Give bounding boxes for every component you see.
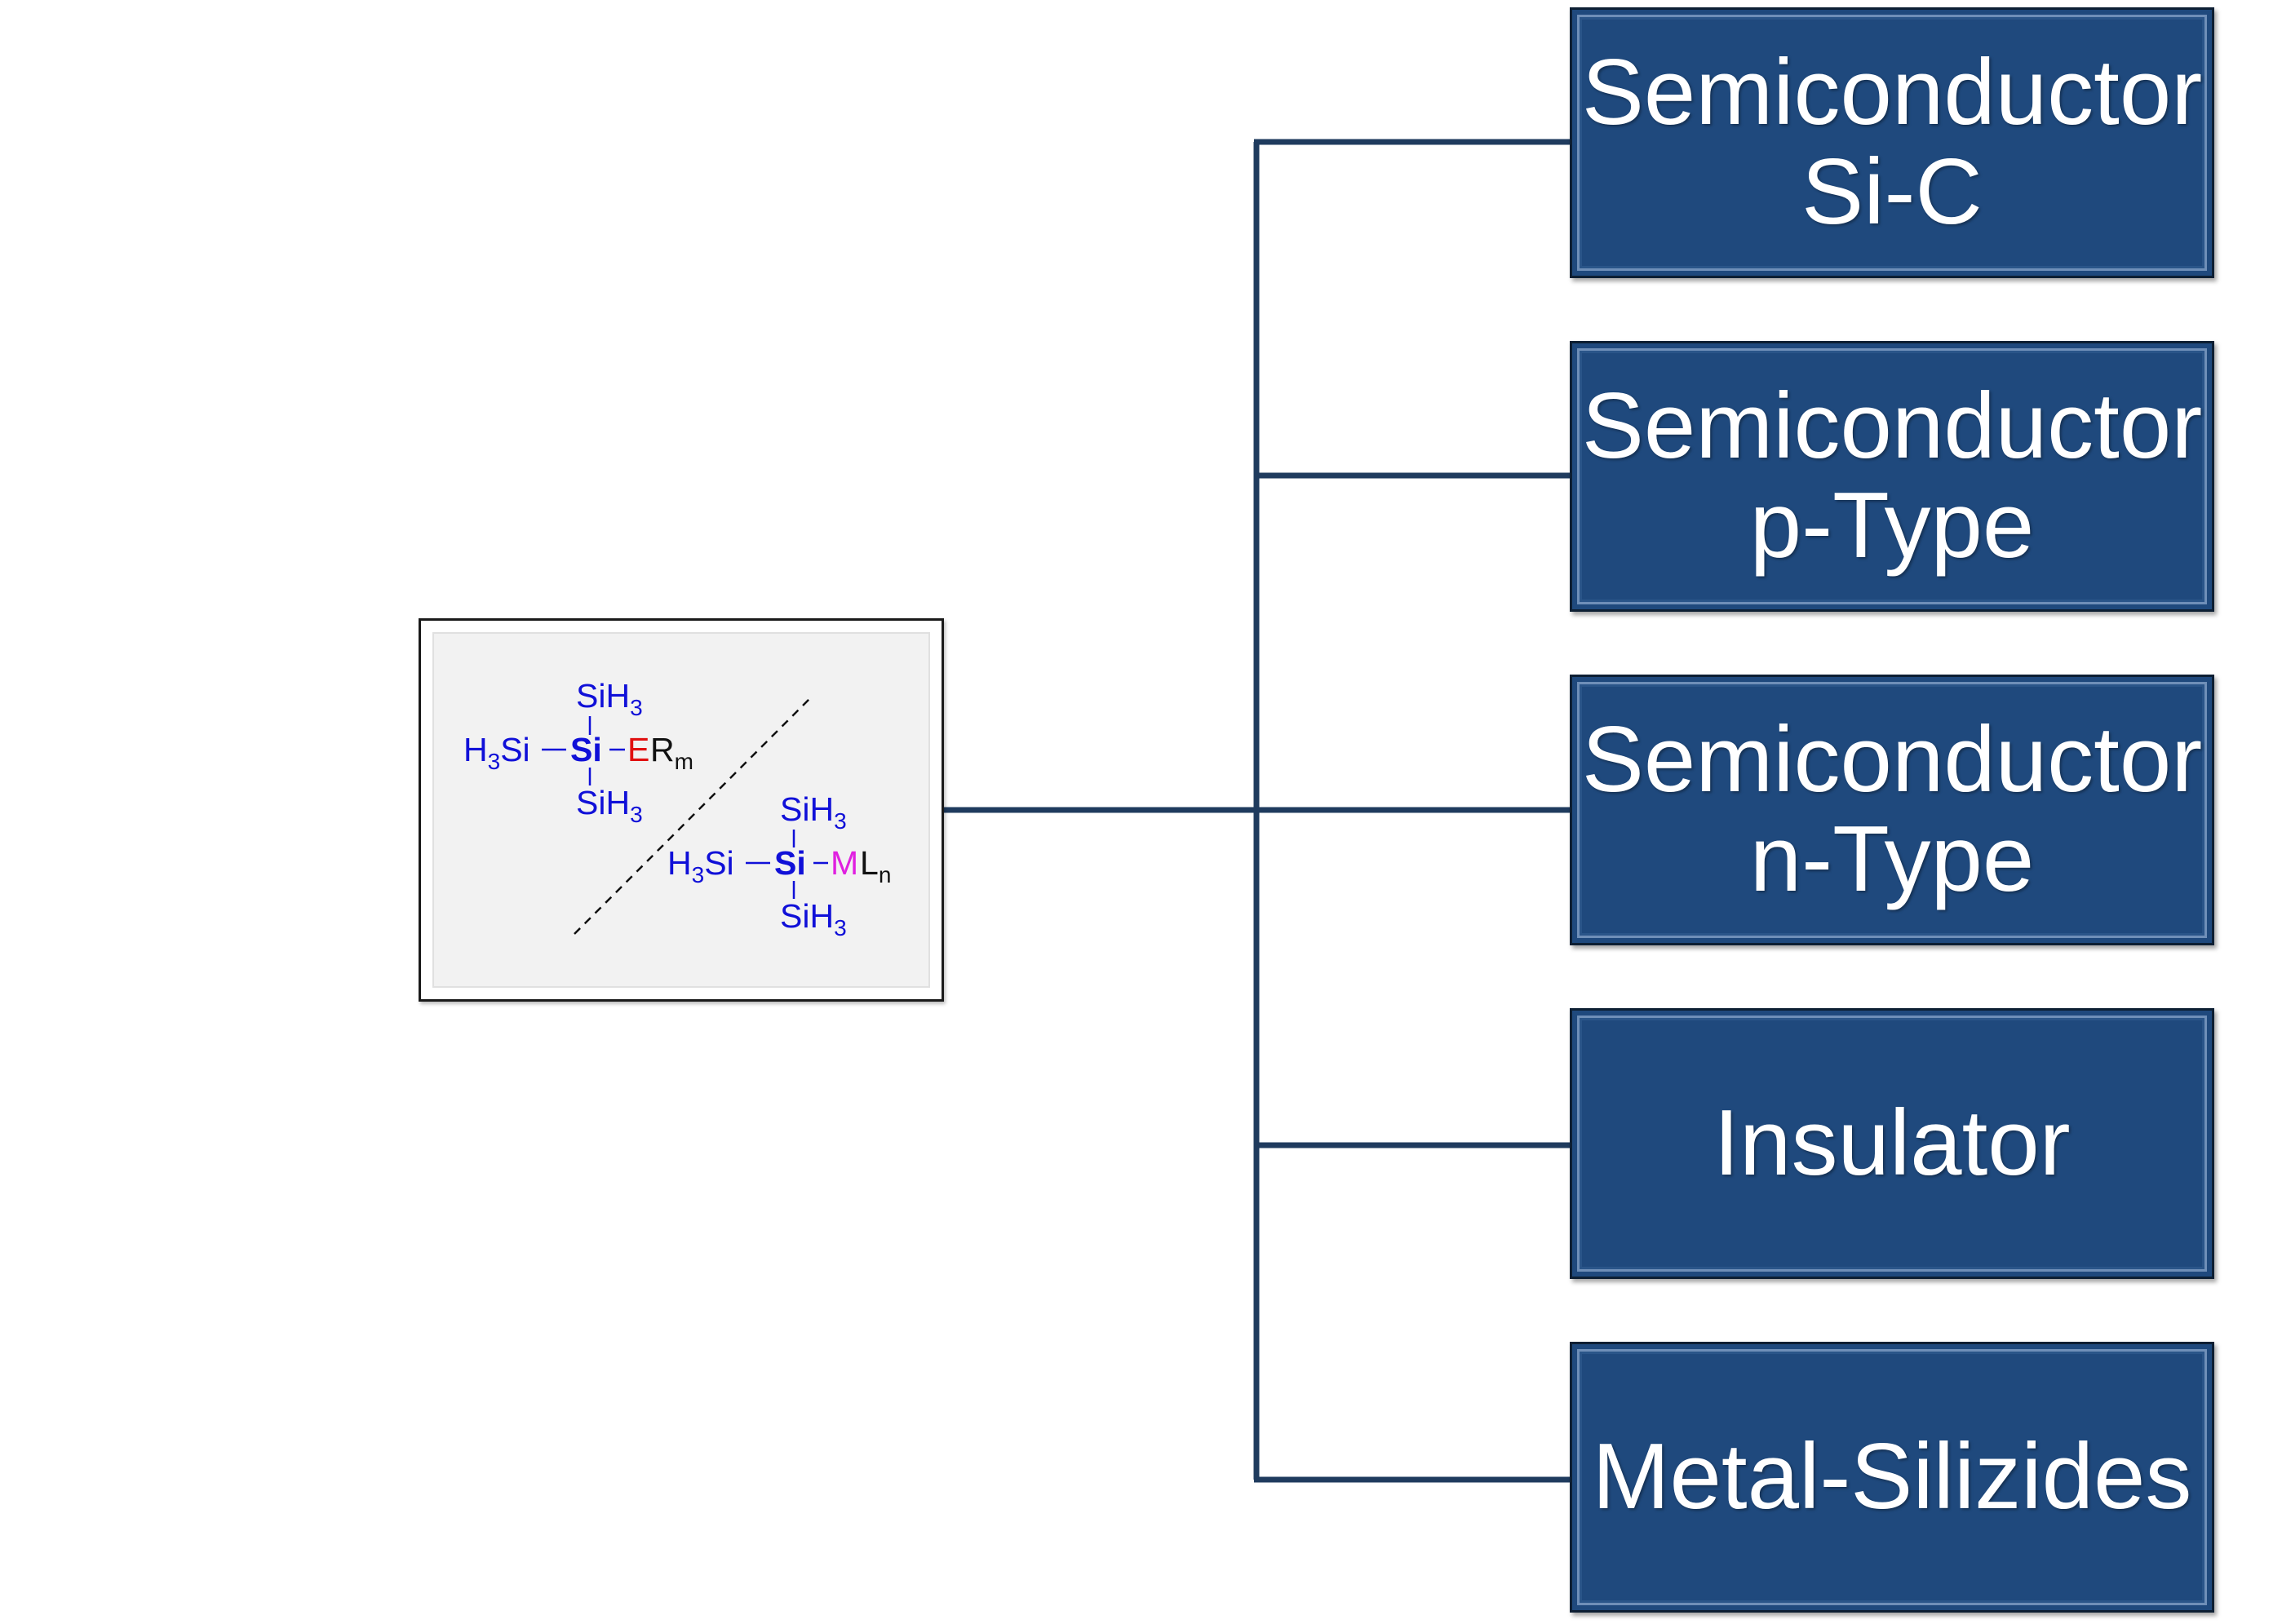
molecule-box: SiH3 H3Si Si E Rm SiH3 SiH3	[419, 618, 944, 1002]
category-line1: Semiconductor	[1581, 41, 2203, 144]
structure-lower: SiH3 H3Si Si M Ln SiH3	[667, 790, 891, 940]
category-insulator: Insulator	[1570, 1008, 2214, 1279]
upper-ligand: Rm	[650, 731, 693, 774]
category-line1: Semiconductor	[1581, 374, 2203, 478]
upper-top-silyl: SiH3	[576, 677, 643, 720]
upper-element-e: E	[627, 731, 649, 768]
category-semiconductor-n-type: Semiconductor n-Type	[1570, 675, 2214, 945]
lower-top-silyl: SiH3	[780, 790, 847, 834]
upper-bottom-silyl: SiH3	[576, 784, 643, 827]
lower-ligand: Ln	[860, 844, 891, 887]
separator-dashed-line	[574, 697, 812, 935]
category-metal-silizides: Metal-Silizides	[1570, 1342, 2214, 1613]
category-line2: Si-C	[1801, 140, 1983, 244]
category-line1: Insulator	[1713, 1091, 2071, 1195]
lower-element-m: M	[831, 844, 858, 882]
lower-bottom-silyl: SiH3	[780, 897, 847, 940]
category-semiconductor-p-type: Semiconductor p-Type	[1570, 341, 2214, 612]
lower-center-silicon: Si	[774, 844, 806, 882]
upper-left-silyl: H3Si	[463, 731, 530, 774]
category-line2: p-Type	[1749, 474, 2035, 577]
upper-center-silicon: Si	[570, 731, 602, 768]
molecule-structures: SiH3 H3Si Si E Rm SiH3 SiH3	[463, 677, 891, 940]
structure-upper: SiH3 H3Si Si E Rm SiH3	[463, 677, 693, 827]
lower-left-silyl: H3Si	[667, 844, 734, 887]
category-semiconductor-si-c: Semiconductor Si-C	[1570, 7, 2214, 278]
category-line1: Semiconductor	[1581, 708, 2203, 812]
category-line1: Metal-Silizides	[1592, 1425, 2192, 1529]
category-line2: n-Type	[1749, 808, 2035, 911]
